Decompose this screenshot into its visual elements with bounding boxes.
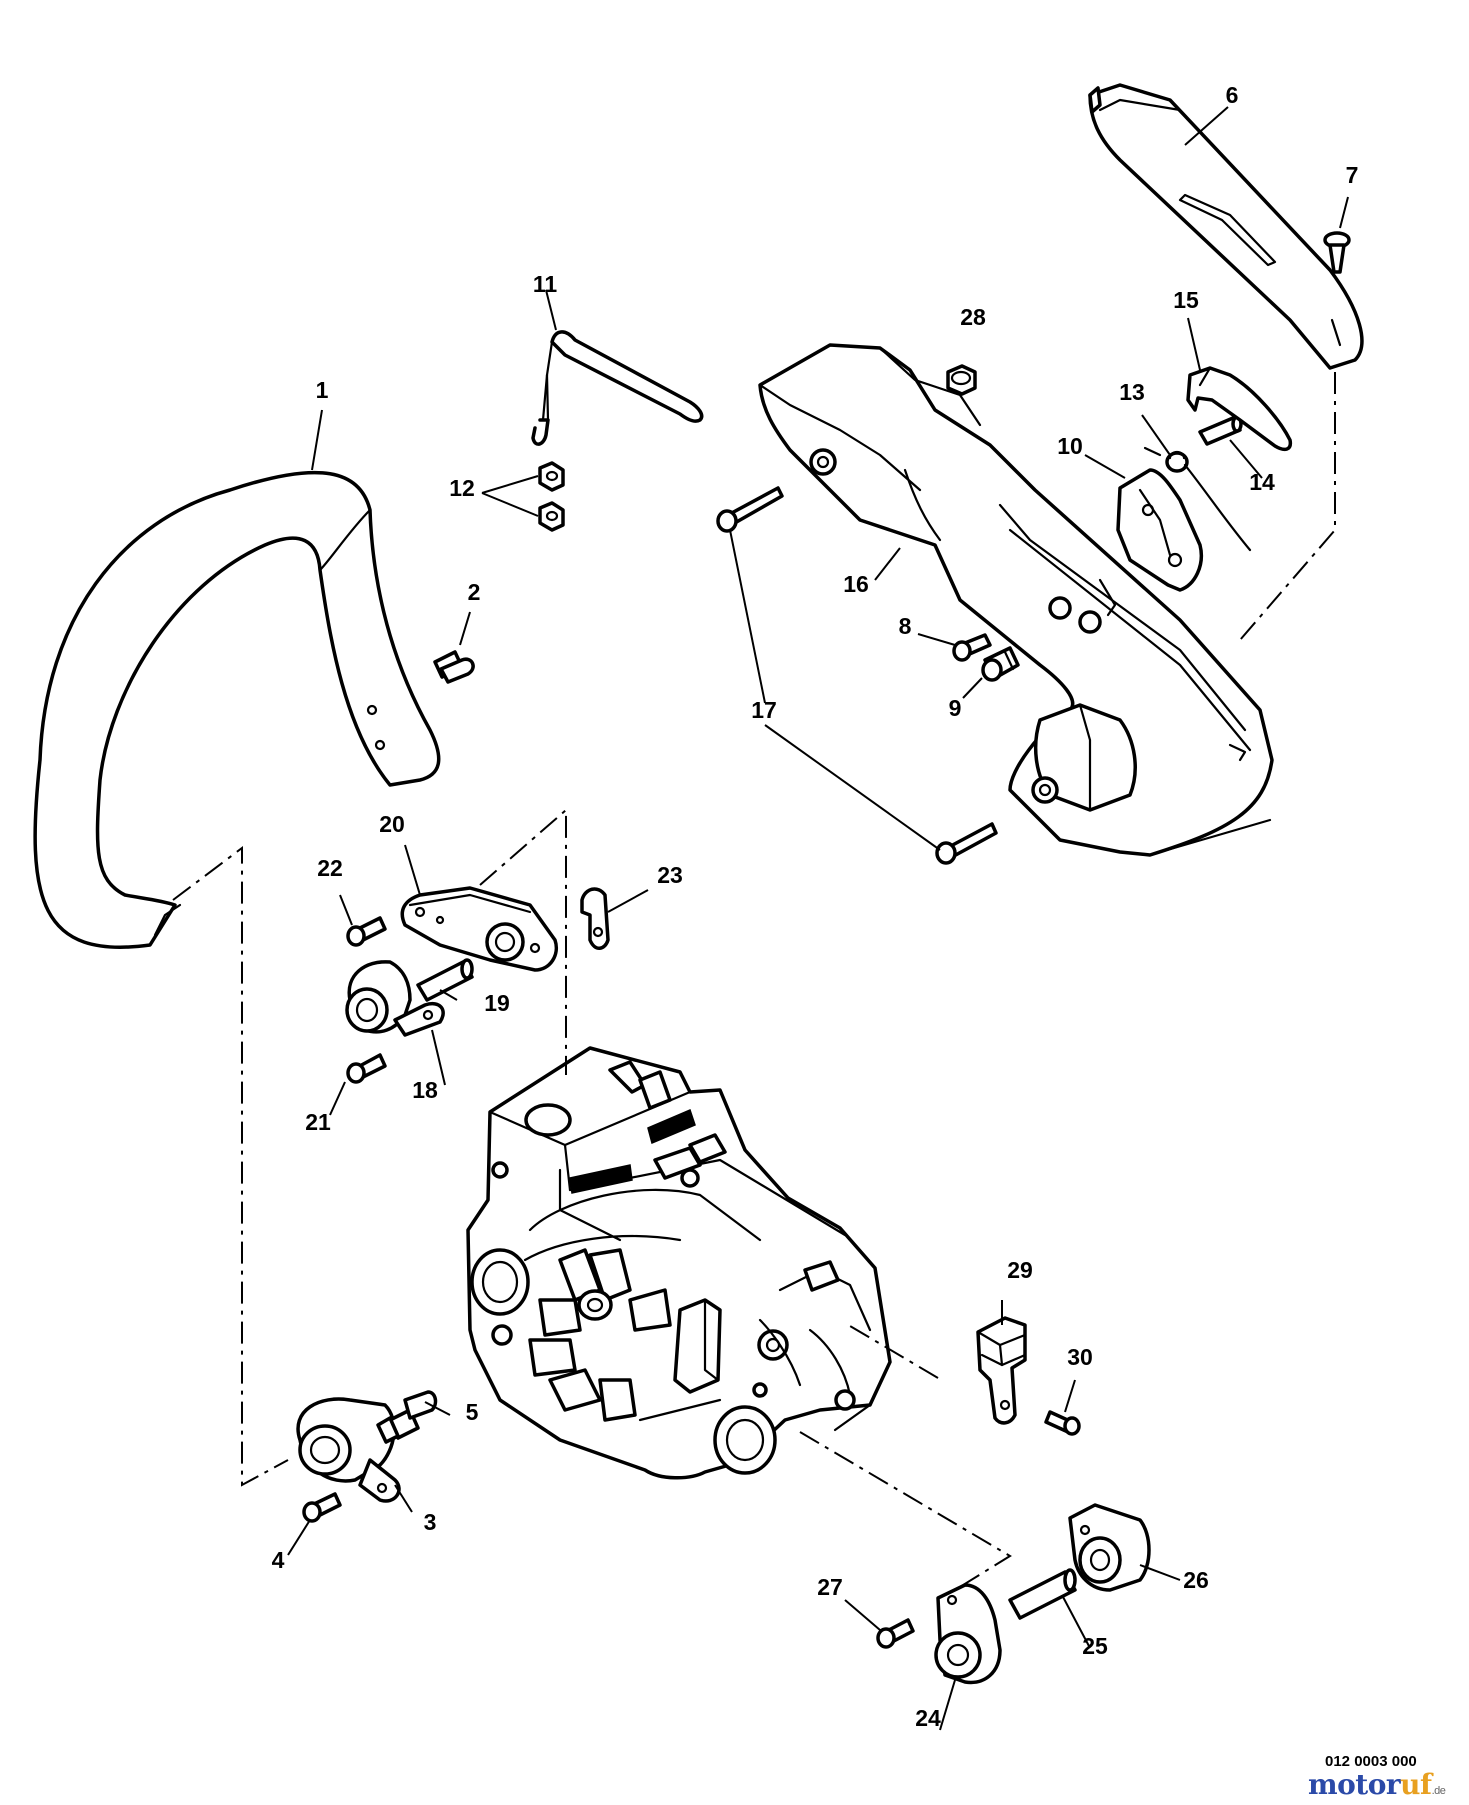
drawing-code: 012 0003 000 [1325,1753,1417,1770]
part-14-pin [1198,415,1243,446]
part-label-1: 1 [316,377,329,403]
part-label-23: 23 [657,862,683,888]
part-label-28: 28 [960,304,986,330]
part-17-screws [716,486,998,865]
part-label-29: 29 [1007,1257,1033,1283]
part-18-buffer [345,960,445,1037]
part-9-bushing [981,646,1020,682]
part-label-6: 6 [1226,82,1239,108]
part-label-22: 22 [317,855,343,881]
part-label-17: 17 [751,697,777,723]
part-16-rear-handle [758,343,1274,857]
brand-accent: uf [1400,1768,1432,1801]
part-11-throttle-rod [531,330,704,446]
part-2-screw [433,650,475,684]
part-label-18: 18 [412,1077,438,1103]
brand-logo: motoruf.de [1308,1768,1446,1801]
part-label-9: 9 [949,695,962,721]
part-label-12: 12 [449,475,475,501]
part-label-30: 30 [1067,1344,1093,1370]
part-label-24: 24 [915,1705,941,1731]
part-label-3: 3 [424,1509,437,1535]
part-1-handle-bar [33,470,441,949]
part-label-19: 19 [484,990,510,1016]
part-25-sleeve [1008,1568,1077,1620]
part-30-screw [1044,1410,1081,1436]
part-label-5: 5 [466,1399,479,1425]
part-label-7: 7 [1346,162,1359,188]
part-label-16: 16 [843,571,869,597]
part-label-21: 21 [305,1109,331,1135]
part-5-stud [376,1390,438,1444]
part-label-20: 20 [379,811,405,837]
part-29-clip [976,1316,1027,1425]
part-20-buffer-plate [400,886,558,972]
part-22-screw [346,916,387,947]
assembly-lines [172,372,1336,1591]
brand-tld: .de [1431,1785,1446,1797]
part-label-13: 13 [1119,379,1145,405]
part-label-25: 25 [1082,1633,1108,1659]
part-label-8: 8 [899,613,912,639]
part-label-10: 10 [1057,433,1083,459]
part-26-buffer [1068,1503,1151,1592]
part-21-screw [346,1053,387,1084]
part-7-screw [1323,231,1351,274]
part-8-screw [952,633,992,662]
part-13-spring [1143,446,1252,552]
brand-main: motor [1308,1768,1401,1801]
part-label-4: 4 [272,1547,285,1573]
crankcase [466,1046,892,1480]
part-15-interlock-lever [1186,366,1293,452]
part-label-11: 11 [533,271,558,297]
part-19-sleeve [416,958,474,1002]
part-10-trigger [1116,468,1203,592]
part-12-nuts [538,461,565,532]
part-27-screw [876,1618,915,1649]
part-23-clip [580,887,610,950]
leader-lines [287,106,1349,1731]
part-3-rubber-buffer [296,1397,401,1503]
part-4-screw [302,1492,342,1523]
part-label-2: 2 [468,579,481,605]
part-label-15: 15 [1173,287,1199,313]
part-6-handle-cover [1088,83,1364,370]
part-label-26: 26 [1183,1567,1209,1593]
part-label-27: 27 [817,1574,843,1600]
part-28-bushing [946,364,977,396]
part-label-14: 14 [1249,469,1275,495]
part-24-buffer [934,1583,1002,1685]
